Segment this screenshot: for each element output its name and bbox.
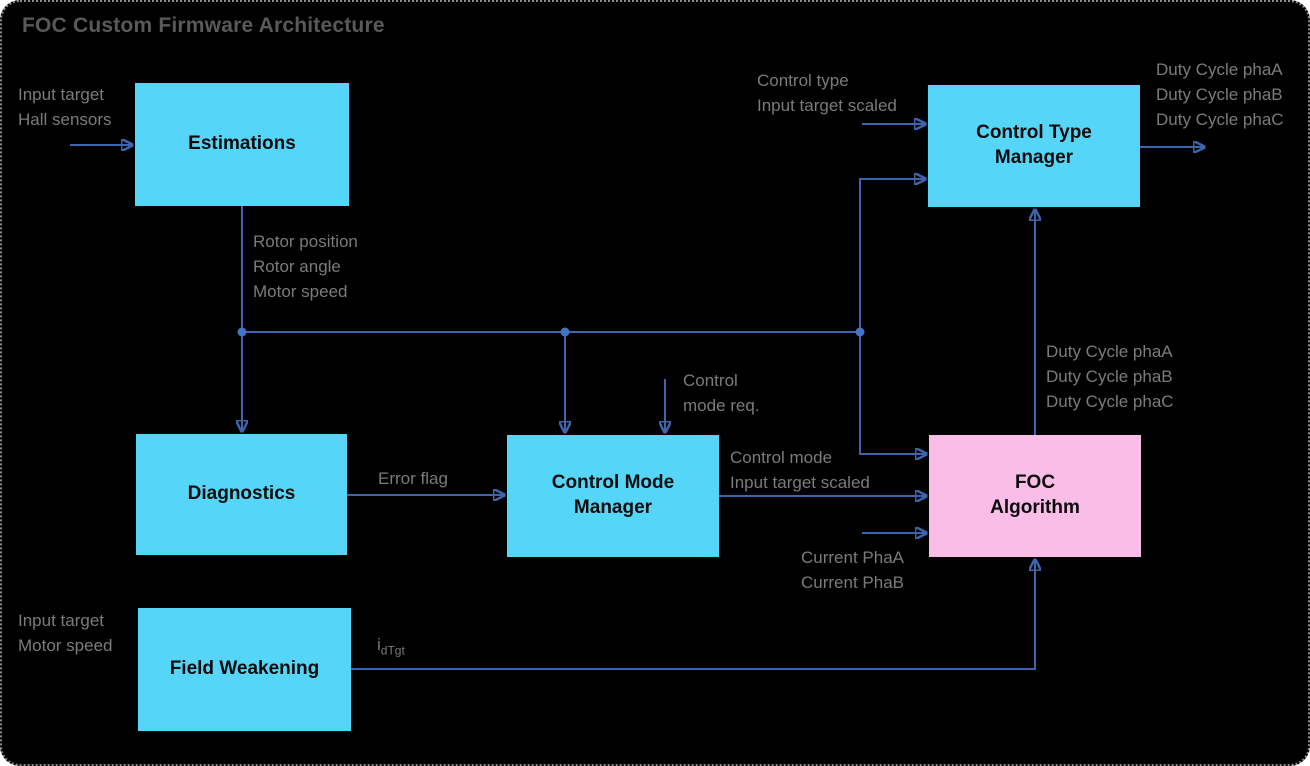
label-current-inputs: Current PhaA Current PhaB bbox=[801, 548, 904, 592]
node-field-weakening: Field Weakening bbox=[138, 608, 351, 731]
node-diagnostics: Diagnostics bbox=[136, 434, 347, 555]
node-label: Field Weakening bbox=[169, 658, 320, 680]
label-idtgt-base: i bbox=[377, 635, 381, 654]
label-control-mode-request: Control mode req. bbox=[683, 371, 760, 415]
label-error-flag: Error flag bbox=[378, 469, 448, 488]
node-label: Estimations bbox=[188, 133, 296, 155]
node-control-type-manager: Control Type Manager bbox=[928, 85, 1140, 207]
node-label: Control Type Manager bbox=[976, 122, 1092, 168]
label-field-weakening-inputs: Input target Motor speed bbox=[18, 611, 113, 655]
label-idtgt: idTgt bbox=[377, 632, 405, 663]
label-foc-to-ctm: Duty Cycle phaA Duty Cycle phaB Duty Cyc… bbox=[1046, 342, 1174, 411]
label-ctm-inputs: Control type Input target scaled bbox=[757, 71, 897, 115]
label-idtgt-sub: dTgt bbox=[380, 643, 405, 658]
junction-dot bbox=[237, 327, 247, 337]
node-label: FOC Algorithm bbox=[990, 472, 1080, 518]
node-foc-algorithm: FOC Algorithm bbox=[929, 435, 1141, 557]
node-label: Control Mode Manager bbox=[551, 472, 675, 518]
node-estimations: Estimations bbox=[135, 83, 349, 206]
node-label: Diagnostics bbox=[187, 483, 296, 505]
diagram-title: FOC Custom Firmware Architecture bbox=[22, 14, 385, 37]
junction-dot bbox=[560, 327, 570, 337]
arrow-bus-to-foc-algorithm bbox=[859, 332, 927, 454]
label-estimations-outputs: Rotor position Rotor angle Motor speed bbox=[253, 232, 358, 301]
label-estimations-inputs: Input target Hall sensors bbox=[18, 85, 112, 129]
label-ctm-outputs: Duty Cycle phaA Duty Cycle phaB Duty Cyc… bbox=[1156, 60, 1284, 129]
node-control-mode-manager: Control Mode Manager bbox=[507, 435, 719, 557]
arrow-fieldweakening-to-foc bbox=[351, 559, 1035, 670]
arrow-bus-to-control-type-manager bbox=[859, 179, 926, 332]
junction-dot bbox=[855, 327, 865, 337]
label-cmm-to-foc: Control mode Input target scaled bbox=[730, 448, 870, 492]
